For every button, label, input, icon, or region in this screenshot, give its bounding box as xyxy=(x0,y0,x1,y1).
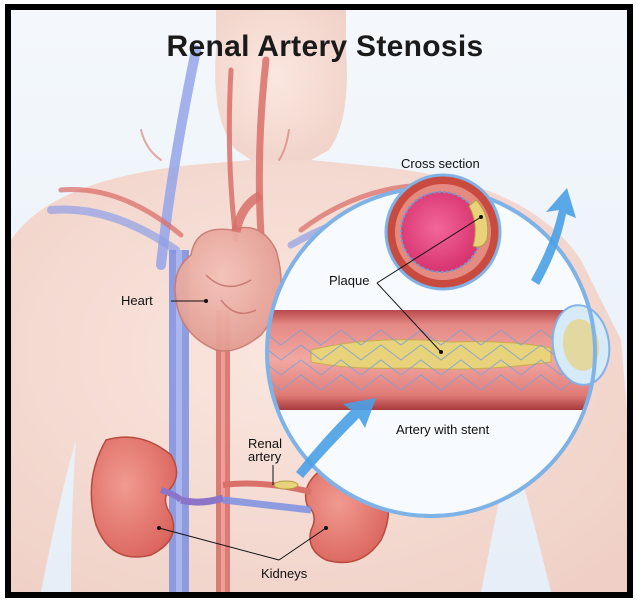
anatomy-illustration xyxy=(11,10,627,592)
cross-section xyxy=(386,175,500,289)
label-artery-with-stent: Artery with stent xyxy=(396,422,489,437)
label-plaque: Plaque xyxy=(329,273,369,288)
illustration-frame: Renal Artery Stenosis Cross section Plaq… xyxy=(5,4,633,598)
label-cross-section: Cross section xyxy=(401,156,480,171)
label-kidneys: Kidneys xyxy=(261,566,307,581)
label-renal-artery-line2: artery xyxy=(248,450,282,463)
label-heart: Heart xyxy=(121,293,153,308)
label-renal-artery: Renal artery xyxy=(248,437,282,463)
diagram-title: Renal Artery Stenosis xyxy=(11,30,633,64)
